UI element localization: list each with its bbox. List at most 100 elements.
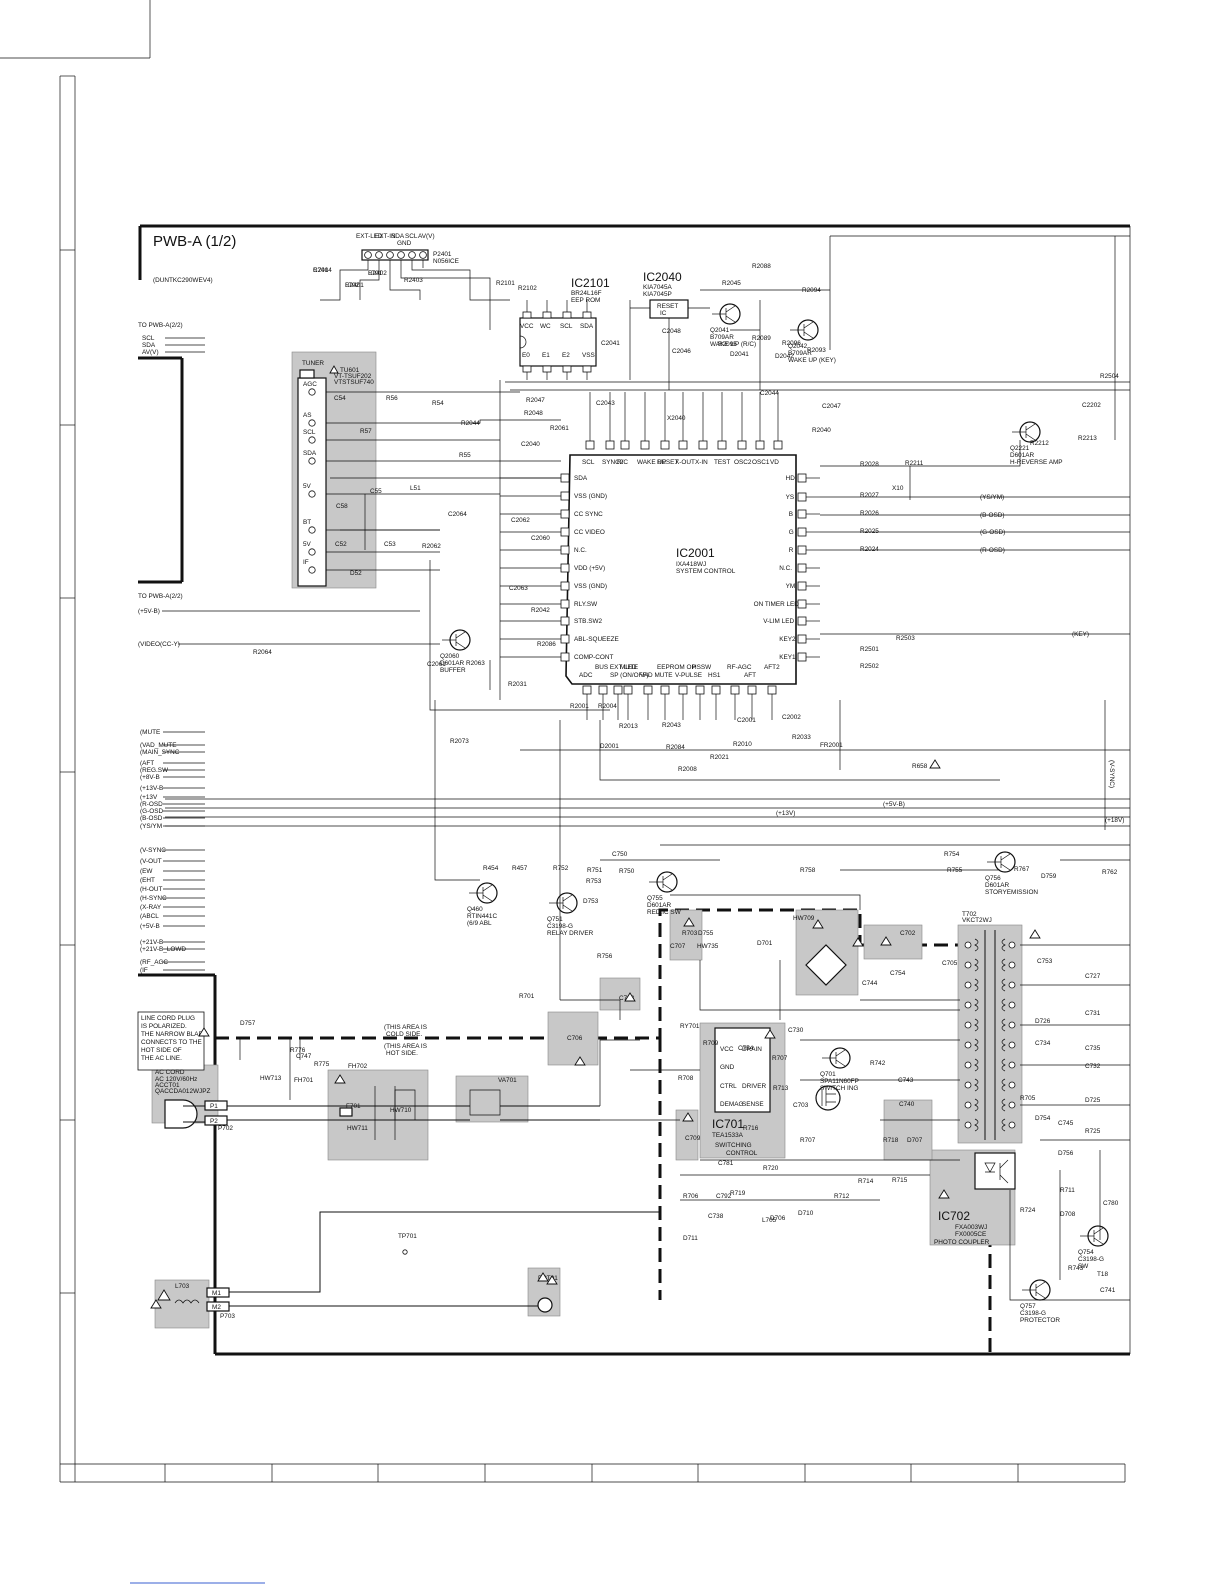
component-ref: R724 — [1020, 1207, 1036, 1214]
transformer-t702: T702 VKCT2WJ — [962, 911, 1016, 1140]
ic702-desc: PHOTO COUPLER — [934, 1239, 990, 1246]
wire-segment — [599, 1039, 640, 1106]
wire-segment — [440, 419, 561, 424]
component-ref: C741 — [1100, 1287, 1116, 1294]
bus-net-label: (X-RAY — [140, 904, 162, 911]
component-ref: R56 — [386, 395, 398, 402]
bus-net-label: (+21V-B_LOWD — [140, 946, 186, 953]
component-ref: L702 — [345, 282, 360, 289]
component-ref: R2096 — [782, 340, 801, 347]
mcu-pin-bottom: MUTE — [620, 664, 638, 671]
component-ref: R2504 — [1100, 373, 1119, 380]
component-ref: RY701 — [680, 1023, 700, 1030]
tuner-pin-label: AGC — [303, 381, 317, 388]
warning-icon — [682, 1112, 694, 1122]
transistor-desc: STORYEMISSION — [985, 889, 1038, 896]
component-ref: C707 — [670, 943, 686, 950]
mcu-pin-bottom: VAD MUTE — [640, 672, 673, 679]
component-ref: R2021 — [710, 754, 729, 761]
net-to-pwba-2: TO PWB-A(2/2) — [138, 593, 183, 600]
ic701-pin-demag: DEMAG — [720, 1101, 743, 1108]
cord-note-line: HOT SIDE OF — [141, 1047, 182, 1054]
conn-lbl-3: SDA — [391, 233, 405, 240]
component-ref: R708 — [678, 1075, 694, 1082]
tuner-code1: VT-TSUF202 — [334, 373, 372, 380]
component-ref: C709 — [685, 1135, 701, 1142]
transistor-desc: PROTECTOR — [1020, 1317, 1060, 1324]
mcu-pin-top: X-IN — [695, 459, 708, 466]
l703-label: L703 — [175, 1283, 190, 1290]
conn-lbl-5: AV(V) — [418, 233, 435, 240]
mcu-pin-bottom: HS1 — [708, 672, 721, 679]
mcu-pin-bottom: EEPROM OP — [657, 664, 696, 671]
warning-icon — [198, 1027, 210, 1037]
ac-cord-2: ACCT01 — [155, 1082, 180, 1089]
component-ref: R2064 — [253, 649, 272, 656]
mcu-pin-top: RESET — [657, 459, 678, 466]
transistor-part: RTIN441C — [467, 913, 497, 920]
component-ref: C2063 — [509, 585, 528, 592]
component-ref: D755 — [698, 930, 714, 937]
transistor-ref: Q2060 — [440, 653, 460, 660]
cold-note-2: COLD SIDE. — [386, 1031, 422, 1038]
component-ref: HW713 — [260, 1075, 282, 1082]
mcu-pin-bottom: ADC — [579, 672, 593, 679]
transistor-ref: Q755 — [647, 895, 663, 902]
component-ref: C702 — [900, 930, 916, 937]
component-ref: R725 — [1085, 1128, 1101, 1135]
component-ref: R714 — [858, 1178, 874, 1185]
component-ref: R2062 — [422, 543, 441, 550]
component-ref: D52 — [350, 570, 362, 577]
component-ref: C703 — [793, 1102, 809, 1109]
mcu-pin-left: N.C. — [574, 547, 587, 554]
ic702-part2: FX0005CE — [955, 1231, 986, 1238]
warning-icon — [574, 1056, 586, 1066]
transistor-ref: Q701 — [820, 1071, 836, 1078]
component-ref: C744 — [862, 980, 878, 987]
transistor-part: B709AR — [710, 334, 734, 341]
mcu-pin-bottom: BUS EXT LED — [595, 664, 637, 671]
component-ref: R2004 — [598, 703, 617, 710]
component-ref: L705 — [762, 1217, 777, 1224]
component-ref: C734 — [1035, 1040, 1051, 1047]
transistor-desc: H-REVERSE AMP — [1010, 459, 1063, 466]
mcu-pin-bottom: AFT2 — [764, 664, 780, 671]
hot-note-2: HOT SIDE. — [386, 1050, 418, 1057]
component-ref: R753 — [586, 878, 602, 885]
wire-segment — [1009, 1190, 1130, 1301]
cord-note-line: THE AC LINE. — [141, 1055, 182, 1062]
eeprom-pin-label: E0 — [522, 352, 530, 359]
component-ref: R2013 — [619, 723, 638, 730]
warning-icon — [334, 1074, 346, 1084]
component-ref: C754 — [890, 970, 906, 977]
board-model: (DUNTKC290WEV4) — [153, 277, 213, 284]
transistor-desc: WAKE UP (R/C) — [710, 341, 756, 348]
component-ref: R718 — [883, 1137, 899, 1144]
mcu-pin-left: VDD (+5V) — [574, 565, 605, 572]
mcu-pin-bottom: RF-AGC — [727, 664, 752, 671]
eeprom-pin-label: E2 — [562, 352, 570, 359]
component-ref: C2041 — [601, 340, 620, 347]
bus-18v-label: (+18V) — [1105, 817, 1124, 824]
component-ref: C792 — [716, 1193, 732, 1200]
mcu-pin-right: ON TIMER LED — [754, 601, 800, 608]
component-ref: D710 — [798, 1210, 814, 1217]
component-ref: R709 — [703, 1040, 719, 1047]
wire-segment — [429, 560, 610, 711]
wire-segment — [699, 960, 960, 1011]
component-ref: R457 — [512, 865, 528, 872]
component-ref: R2095 — [718, 341, 737, 348]
mcu-pin-left: CC VIDEO — [574, 529, 605, 536]
component-ref: R2502 — [860, 663, 879, 670]
transistor-desc: SW — [1078, 1263, 1089, 1270]
warning-icon — [1029, 929, 1041, 939]
transistor-ref: Q2042 — [788, 343, 808, 350]
component-ref: C740 — [899, 1101, 915, 1108]
conn-lbl-gnd: GND — [397, 240, 412, 247]
eeprom-pin-label: VCC — [520, 323, 534, 330]
transistor-part: C3198-G — [1078, 1256, 1104, 1263]
component-ref: D756 — [1058, 1150, 1074, 1157]
component-ref: X10 — [892, 485, 904, 492]
component-ref: L701 — [368, 270, 383, 277]
